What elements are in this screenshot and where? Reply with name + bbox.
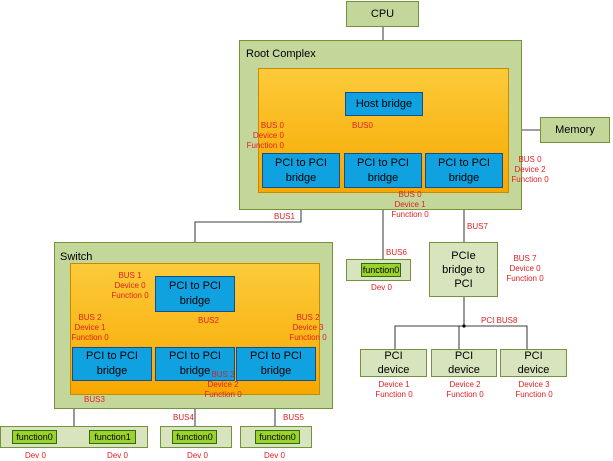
bus5-label: BUS5: [283, 413, 304, 422]
bus3-label: BUS3: [84, 395, 105, 404]
bus3-b-dev-label: Dev 0: [107, 451, 128, 460]
switch-bridge-right: PCI to PCI bridge: [236, 347, 316, 381]
pci-device-1-label: PCI device: [377, 350, 410, 376]
bus8-label: PCI BUS8: [481, 316, 518, 325]
bus3-a-dev-label: Dev 0: [25, 451, 46, 460]
host-bridge: Host bridge: [345, 92, 423, 116]
pci-device-2-address: Device 2 Function 0: [446, 380, 484, 399]
pci-device-3-address: Device 3 Function 0: [515, 380, 553, 399]
rc-bridge-mid: PCI to PCI bridge: [344, 153, 422, 188]
bus4-device: function0: [160, 426, 232, 448]
rc-right-address: BUS 0 Device 2 Function 0: [511, 155, 549, 184]
pcie-bridge-label: PCIe bridge to PCI: [442, 249, 485, 290]
bus5-function0: function0: [255, 430, 300, 444]
pci-device-2: PCI device: [431, 349, 497, 377]
bus2-label: BUS2: [198, 316, 219, 325]
pci-device-1: PCI device: [360, 349, 427, 377]
bus4-label: BUS4: [173, 413, 194, 422]
bus3-device: function0 function1: [0, 426, 148, 448]
bus1-label: BUS1: [274, 212, 295, 221]
sw-mid-address: BUS 2 Device 2 Function 0: [204, 370, 242, 399]
rc-left-address: BUS 0 Device 0 Function 0: [246, 121, 284, 150]
rc-mid-address: BUS 0 Device 1 Function 0: [391, 190, 429, 219]
pci-device-2-label: PCI device: [448, 350, 480, 376]
sw-upstream-address: BUS 1 Device 0 Function 0: [111, 271, 149, 300]
bus4-function0: function0: [172, 430, 217, 444]
bus7-label: BUS7: [467, 222, 488, 231]
bus5-dev-label: Dev 0: [264, 451, 285, 460]
switch-title: Switch: [60, 251, 93, 263]
memory-box: Memory: [540, 117, 610, 143]
sw-left-address: BUS 2 Device 1 Function 0: [71, 313, 109, 342]
rc-bridge-left: PCI to PCI bridge: [262, 153, 340, 188]
switch-bridge-left: PCI to PCI bridge: [72, 347, 152, 381]
pcie-bridge-address: BUS 7 Device 0 Function 0: [506, 254, 544, 283]
cpu-label: CPU: [370, 8, 395, 20]
sw-right-address: BUS 2 Device 3 Function 0: [289, 313, 327, 342]
switch-bridge-mid: PCI to PCI bridge: [155, 347, 235, 381]
bus6-dev-label: Dev 0: [371, 283, 392, 292]
bus3-function1: function1: [89, 430, 136, 444]
switch-upstream-bridge: PCI to PCI bridge: [155, 276, 235, 312]
memory-label: Memory: [555, 124, 595, 136]
bus0-label: BUS0: [352, 121, 373, 130]
bus3-function0: function0: [12, 430, 57, 444]
bus5-device: function0: [240, 426, 312, 448]
pcie-bridge: PCIe bridge to PCI: [429, 242, 498, 297]
pci-device-1-address: Device 1 Function 0: [375, 380, 413, 399]
bus6-function0: function0: [361, 263, 401, 277]
root-complex-title: Root Complex: [246, 48, 316, 60]
rc-bridge-right: PCI to PCI bridge: [425, 153, 503, 188]
bus4-dev-label: Dev 0: [187, 451, 208, 460]
pci-device-3: PCI device: [500, 349, 567, 377]
bus6-label: BUS6: [386, 248, 407, 257]
cpu-box: CPU: [346, 1, 419, 27]
bus6-device: function0: [346, 259, 411, 281]
pci-device-3-label: PCI device: [517, 350, 550, 376]
